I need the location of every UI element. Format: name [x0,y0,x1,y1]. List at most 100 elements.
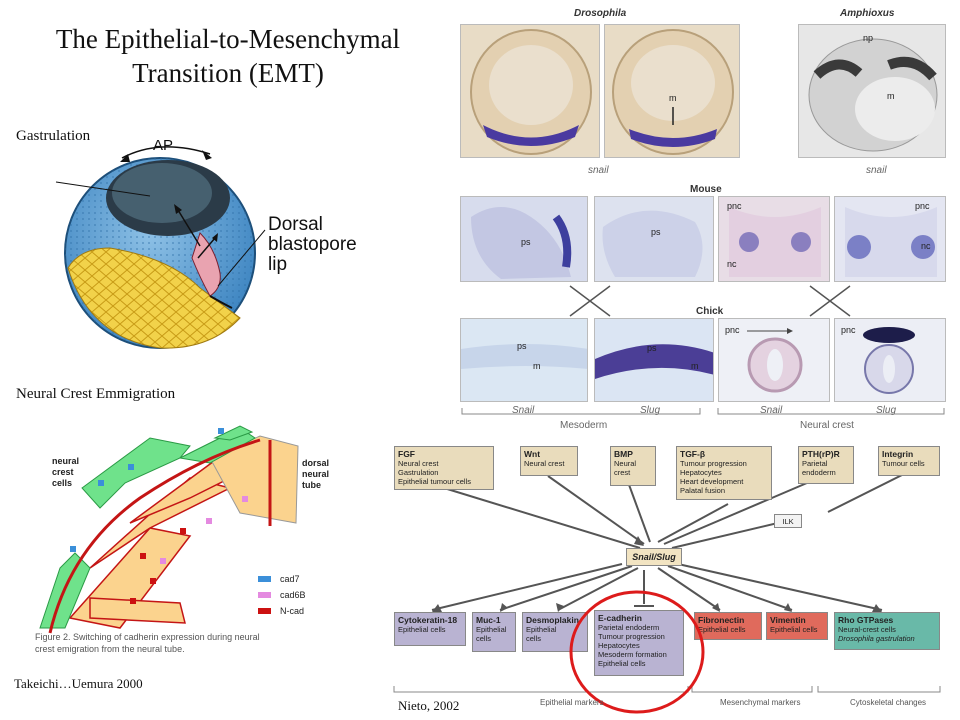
dorsal-lip-label-2: blastopore [268,234,357,255]
group-mesoderm-label: Mesoderm [560,420,608,431]
wnt-box: Wnt Neural crest [520,446,578,476]
mouse-panel-1: ps [460,196,588,282]
group-epithelial-label: Epithelial markers [540,698,604,707]
e-cadherin-title: E-cadherin [598,613,642,623]
pnc-label-mouse-1: pnc [727,201,742,211]
vimentin-box: Vimentin Epithelial cells [766,612,828,640]
wnt-line-1: Neural crest [524,459,565,468]
pnc-label-chick-2: pnc [841,325,856,335]
muc1-title: Muc-1 [476,615,501,625]
tgf-line-4: Palatal fusion [680,486,726,495]
chick-label-snail-2: Snail [760,405,783,416]
legend-cad7: cad7 [280,574,300,584]
e-cadherin-box: E-cadherin Parietal endoderm Tumour prog… [594,610,684,676]
fibronectin-title: Fibronectin [698,615,745,625]
cadherin-caption-2: crest emigration from the neural tube. [35,644,185,654]
e-cadherin-line-2: Tumour progression [598,632,665,641]
ps-label-mouse-2: ps [651,227,661,237]
amphioxus-panel: np m [798,24,946,158]
dorsal-lip-label-3: lip [268,254,287,275]
fibronectin-line-1: Epithelial cells [698,625,746,634]
e-cadherin-line-5: Epithelial cells [598,659,646,668]
nc-cells-label-1: neural [52,456,79,466]
title-line-1: The Epithelial-to-Mesenchymal [55,24,401,54]
group-brackets [461,408,945,415]
vimentin-title: Vimentin [770,615,806,625]
chick-title: Chick [696,306,724,317]
snail-slug-label: Snail/Slug [632,552,676,562]
bmp-title: BMP [614,449,633,459]
tgf-line-1: Tumour progression [680,459,747,468]
cytokeratin-title: Cytokeratin-18 [398,615,458,625]
bmp-line-1: Neural [614,459,637,468]
rho-gtpases-box: Rho GTPases Neural-crest cells Drosophil… [834,612,940,650]
fgf-line-1: Neural crest [398,459,439,468]
muc1-line-2: cells [476,634,492,643]
fibronectin-box: Fibronectin Epithelial cells [694,612,762,640]
nc-cells-label-3: cells [52,478,72,488]
mouse-panel-4: pnc nc [834,196,946,282]
muc1-box: Muc-1 Epithelial cells [472,612,516,652]
mouse-chick-arrows [569,285,851,317]
dorsal-lip-label-1: Dorsal [268,214,323,235]
group-cytoskeletal-label: Cytoskeletal changes [850,698,927,707]
group-mesenchymal-label: Mesenchymal markers [720,698,801,707]
chick-label-slug-2: Slug [876,405,897,416]
fgf-line-3: Epithelial tumour cells [398,477,471,486]
integrin-box: Integrin Tumour cells [878,446,940,476]
ps-label-mouse-1: ps [521,237,531,247]
desmoplakin-line-2: cells [526,634,542,643]
bmp-box: BMP Neural crest [610,446,656,486]
chick-panel-1: ps m [460,318,588,402]
gastrulation-label: Gastrulation [16,128,91,144]
pthrpr-line-2: endoderm [802,468,836,477]
pnc-label-chick-1: pnc [725,325,740,335]
legend-ncad: N-cad [280,606,304,616]
gastrula-illustration: AP Dorsal blastopore lip [55,138,357,349]
tube-label-1: dorsal [302,458,329,468]
drosophila-panel-1 [460,24,600,158]
e-cadherin-highlight-circle [569,590,705,714]
title-line-2: Transition (EMT) [132,58,324,88]
tgf-line-2: Hepatocytes [680,468,722,477]
slide-title: The Epithelial-to-Mesenchymal Transition… [8,22,448,90]
tgf-title: TGF-β [680,449,706,459]
pthrpr-line-1: Parietal [802,459,828,468]
rho-gtpases-title: Rho GTPases [838,615,894,625]
pnc-label-mouse-2: pnc [915,201,930,211]
fgf-box: FGF Neural crest Gastrulation Epithelial… [394,446,494,490]
integrin-line-1: Tumour cells [882,459,925,468]
muc1-line-1: Epithelial [476,625,507,634]
chick-panel-2: ps m [594,318,714,402]
snail-label-drosophila: snail [588,165,609,176]
tgf-box: TGF-β Tumour progression Hepatocytes Hea… [676,446,772,500]
legend-cad6b: cad6B [280,590,306,600]
mouse-panel-3: pnc nc [718,196,830,282]
citation-right: Nieto, 2002 [398,698,460,713]
desmoplakin-line-1: Epithelial [526,625,557,634]
fgf-title: FGF [398,449,415,459]
tgf-line-3: Heart development [680,477,744,486]
e-cadherin-line-3: Hepatocytes [598,641,640,650]
drosophila-panel-2: m [604,24,740,158]
rho-gtpases-line-1: Neural-crest cells [838,625,896,634]
cytokeratin-line-1: Epithelial cells [398,625,446,634]
chick-label-slug-1: Slug [640,405,661,416]
nc-label-mouse-1: nc [727,259,737,269]
tube-label-3: tube [302,480,321,490]
cadherin-caption-1: Figure 2. Switching of cadherin expressi… [35,632,260,642]
amphioxus-title: Amphioxus [840,8,895,19]
nc-label-mouse-2: nc [921,241,931,251]
cadherin-illustration: neural crest cells dorsal neural tube ca… [35,425,329,654]
snail-label-amphioxus: snail [866,165,887,176]
cytokeratin-box: Cytokeratin-18 Epithelial cells [394,612,466,646]
pathway-arrows [393,473,941,693]
pthrpr-title: PTH(rP)R [802,449,840,459]
chick-panel-4: pnc [834,318,946,402]
pthrpr-box: PTH(rP)R Parietal endoderm [798,446,854,484]
ps-label-chick-2: ps [647,343,657,353]
ps-label-chick-1: ps [517,341,527,351]
rho-gtpases-line-2: Drosophila gastrulation [838,634,915,643]
desmoplakin-title: Desmoplakin [526,615,579,625]
fgf-line-2: Gastrulation [398,468,439,477]
